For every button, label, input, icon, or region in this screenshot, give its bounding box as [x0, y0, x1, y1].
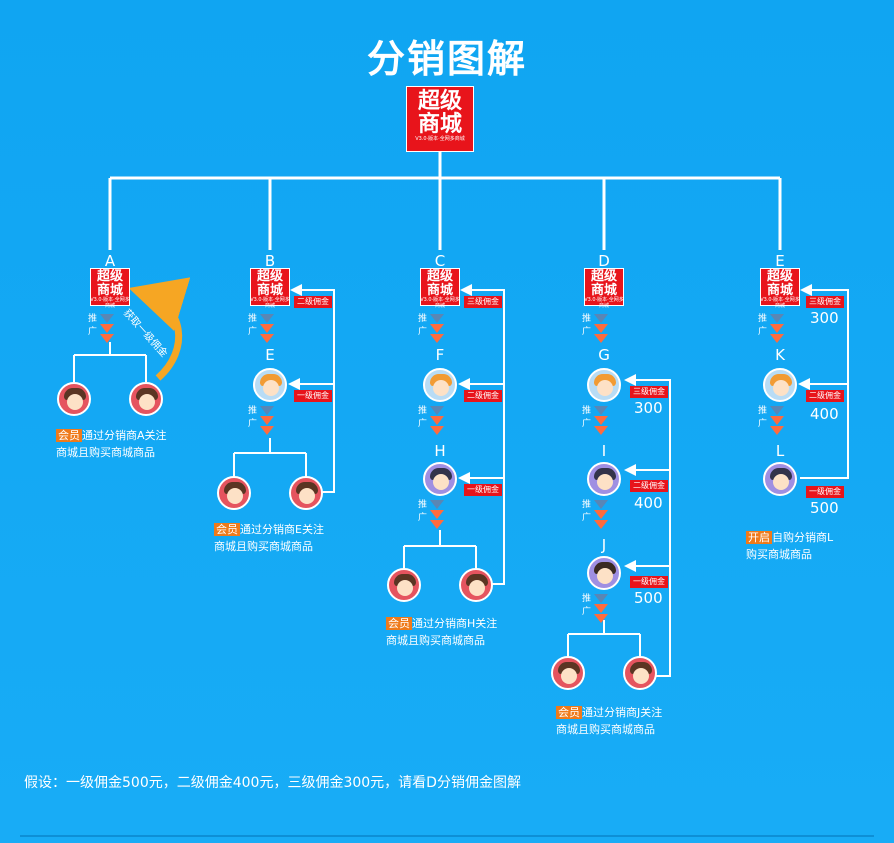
commission-badge: 二级佣金 [464, 390, 502, 402]
avatar-member [551, 656, 585, 690]
push-marker: 推广 [418, 404, 444, 438]
avatar-distributor-k [763, 368, 797, 402]
avatar-distributor-e [253, 368, 287, 402]
avatar-member [217, 476, 251, 510]
avatar-member [459, 568, 493, 602]
commission-badge: 一级佣金 [806, 486, 844, 498]
push-marker: 推广 [248, 312, 274, 346]
commission-amount: 300 [810, 309, 839, 327]
avatar-distributor-g [587, 368, 621, 402]
push-marker: 推广 [758, 404, 784, 438]
avatar-member [57, 382, 91, 416]
avatar-distributor-f [423, 368, 457, 402]
column-letter-d: D [598, 252, 610, 270]
node-letter-f: F [435, 346, 445, 364]
push-marker: 推广 [88, 312, 114, 346]
push-marker: 推广 [248, 404, 274, 438]
node-letter-i: I [601, 442, 607, 460]
push-marker: 推广 [418, 498, 444, 532]
commission-badge: 二级佣金 [294, 296, 332, 308]
footer-note: 假设：一级佣金500元，二级佣金400元，三级佣金300元，请看D分销佣金图解 [24, 775, 521, 791]
avatar-distributor-j [587, 556, 621, 590]
avatar-distributor-h [423, 462, 457, 496]
avatar-distributor-l [763, 462, 797, 496]
commission-badge: 一级佣金 [464, 484, 502, 496]
commission-amount: 300 [634, 399, 663, 417]
commission-badge: 一级佣金 [294, 390, 332, 402]
commission-badge: 二级佣金 [806, 390, 844, 402]
commission-badge: 三级佣金 [464, 296, 502, 308]
commission-amount: 400 [810, 405, 839, 423]
commission-badge: 二级佣金 [630, 480, 668, 492]
push-marker: 推广 [582, 404, 608, 438]
node-letter-h: H [434, 442, 446, 460]
node-letter-l: L [775, 442, 785, 460]
push-marker: 推广 [758, 312, 784, 346]
commission-badge: 三级佣金 [630, 386, 668, 398]
column-letter-c: C [434, 252, 446, 270]
caption-d: 会员通过分销商J关注商城且购买商城商品 [556, 706, 663, 736]
avatar-member [129, 382, 163, 416]
node-letter-e: E [265, 346, 275, 364]
commission-amount: 500 [810, 499, 839, 517]
page-title: 分销图解 [366, 37, 527, 81]
commission-badge: 一级佣金 [630, 576, 668, 588]
node-letter-k: K [775, 346, 785, 364]
avatar-distributor-i [587, 462, 621, 496]
push-marker: 推广 [582, 592, 608, 626]
node-letter-g: G [598, 346, 610, 364]
push-marker: 推广 [582, 498, 608, 532]
avatar-member [289, 476, 323, 510]
push-marker: 推广 [582, 312, 608, 346]
caption-c: 会员通过分销商H关注商城且购买商城商品 [386, 617, 498, 647]
push-marker: 推广 [418, 312, 444, 346]
column-letter-b: B [264, 252, 276, 270]
supermall-logo-main: 超级 商城 V3.0·版本·全网多商城 [406, 86, 474, 152]
caption-b: 会员通过分销商E关注商城且购买商城商品 [214, 523, 324, 553]
node-letter-j: J [601, 536, 607, 554]
avatar-member [387, 568, 421, 602]
caption-a: 会员通过分销商A关注商城且购买商城商品 [56, 429, 167, 459]
avatar-member [623, 656, 657, 690]
commission-amount: 400 [634, 494, 663, 512]
commission-badge: 三级佣金 [806, 296, 844, 308]
commission-amount: 500 [634, 589, 663, 607]
column-letter-a: A [104, 252, 116, 270]
column-letter-e: E [775, 252, 785, 270]
